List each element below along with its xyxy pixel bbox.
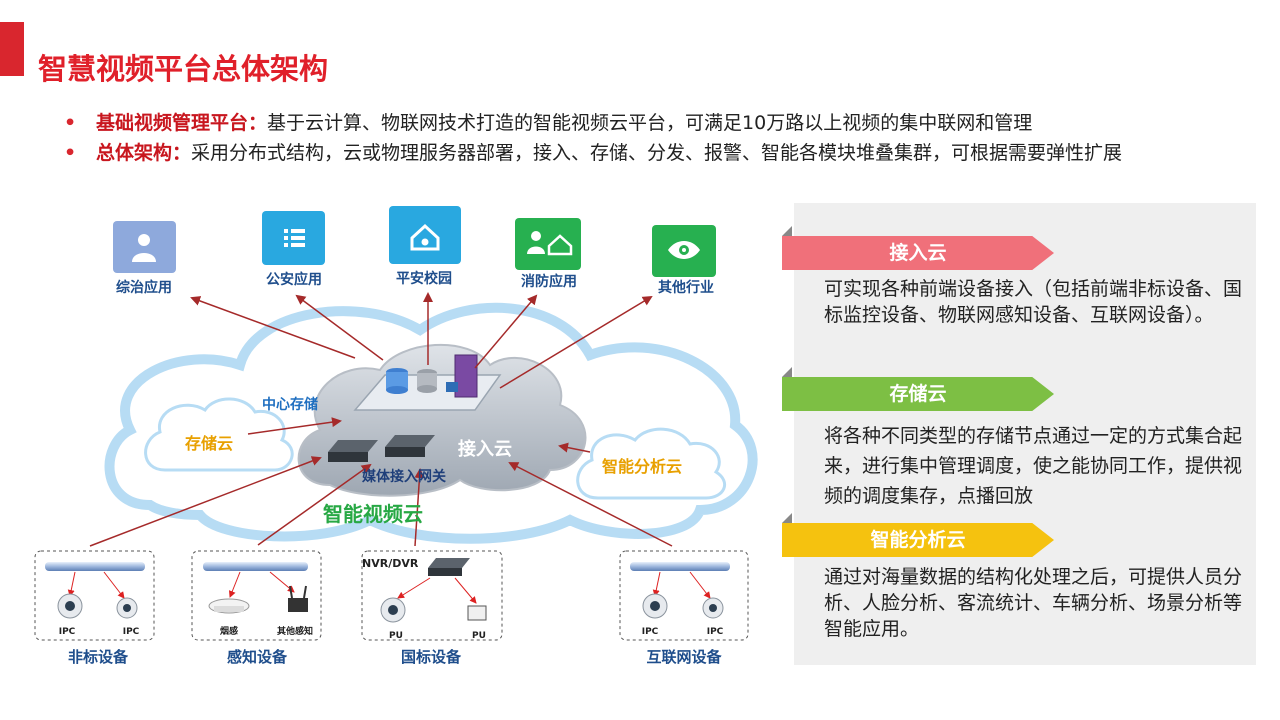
bullet-item: • 总体架构：采用分布式结构，云或物理服务器部署，接入、存储、分发、报警、智能各…: [64, 138, 1234, 168]
architecture-diagram: 综治应用 公安应用 平安校园 消防应用 其他行业 中心存储 存储云 接入云 智能…: [34, 206, 758, 666]
bullet-dot-icon: •: [64, 112, 77, 134]
device-item-label: 其他感知: [277, 625, 313, 637]
device-item-label: PU: [472, 631, 486, 641]
access-cloud-label: 接入云: [458, 438, 512, 460]
bullet-dot-icon: •: [64, 142, 77, 164]
app-label: 其他行业: [658, 279, 714, 296]
device-group-label: 非标设备: [68, 648, 129, 666]
explanation-panel: [794, 203, 1256, 665]
desc-access-cloud: 可实现各种前端设备接入（包括前端非标设备、国标监控设备、物联网感知设备、互联网设…: [824, 278, 1243, 326]
storage-cloud-shape: [144, 397, 294, 472]
app-icon-other[interactable]: [652, 225, 716, 277]
server-tower-icon: [446, 354, 478, 398]
bullet-key: 总体架构：: [96, 142, 192, 164]
device-group-label: 互联网设备: [646, 648, 722, 666]
tag-analysis-cloud: 智能分析云: [782, 523, 1054, 557]
storage-cloud-label: 存储云: [185, 434, 233, 453]
device-group-feibiao: IPC IPC: [34, 550, 155, 641]
bullet-text: 基于云计算、物联网技术打造的智能视频云平台，可满足10万路以上视频的集中联网和管…: [267, 112, 1033, 134]
device-group-ganzhi: 烟感 其他感知: [191, 550, 322, 641]
tag-fold: [782, 367, 792, 377]
tag-fold: [782, 226, 792, 236]
desc-analysis-cloud: 通过对海量数据的结构化处理之后，可提供人员分析、人脸分析、客流统计、车辆分析、场…: [824, 566, 1243, 640]
gateway-device-icon: [328, 435, 435, 462]
device-item-label: PU: [389, 631, 403, 641]
analysis-cloud-shape: [576, 427, 727, 500]
bullet-list: • 基础视频管理平台：基于云计算、物联网技术打造的智能视频云平台，可满足10万路…: [64, 108, 1234, 168]
app-label: 综治应用: [116, 279, 172, 296]
app-icon-gongan[interactable]: [262, 211, 325, 265]
tag-storage-cloud: 存储云: [782, 377, 1054, 411]
app-label: 平安校园: [396, 270, 452, 287]
app-arrows: [89, 292, 673, 547]
analysis-cloud-label: 智能分析云: [602, 457, 682, 476]
app-icon-zongzhi[interactable]: [113, 221, 176, 273]
device-item-label: IPC: [59, 627, 76, 637]
storage-disk-icon: [417, 369, 437, 393]
page-title: 智慧视频平台总体架构: [38, 52, 329, 86]
center-storage-label: 中心存储: [262, 396, 318, 413]
desc-storage-cloud: 将各种不同类型的存储节点通过一定的方式集合起来，进行集中管理调度，使之能协同工作…: [824, 425, 1243, 507]
gateway-label: 媒体接入网关: [361, 468, 446, 485]
bullet-text: 采用分布式结构，云或物理服务器部署，接入、存储、分发、报警、智能各模块堆叠集群，…: [191, 142, 1123, 164]
bullet-item: • 基础视频管理平台：基于云计算、物联网技术打造的智能视频云平台，可满足10万路…: [64, 108, 1234, 138]
device-group-label: 感知设备: [227, 648, 288, 666]
device-item-label: IPC: [707, 627, 724, 637]
app-label: 消防应用: [521, 273, 577, 290]
app-icon-xiaofang[interactable]: [515, 218, 581, 270]
database-server-icon: [386, 368, 408, 394]
nvr-label: NVR/DVR: [362, 557, 419, 570]
device-group-label: 国标设备: [401, 648, 462, 666]
title-accent-bar: [0, 22, 24, 76]
app-icon-xiaoyuan[interactable]: [389, 206, 461, 264]
app-label: 公安应用: [266, 271, 322, 288]
tag-fold: [782, 513, 792, 523]
bullet-key: 基础视频管理平台：: [96, 112, 268, 134]
tag-access-cloud: 接入云: [782, 236, 1054, 270]
device-item-label: IPC: [123, 627, 140, 637]
device-item-label: 烟感: [220, 625, 238, 637]
main-cloud-label: 智能视频云: [323, 502, 423, 526]
device-group-hulianwang: IPC IPC: [619, 550, 749, 641]
device-item-label: IPC: [642, 627, 659, 637]
device-group-guobiao: NVR/DVR PU PU: [361, 550, 503, 641]
